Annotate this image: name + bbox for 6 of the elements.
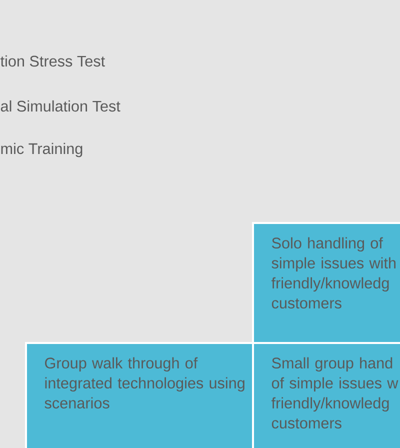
label: al Simulation Test [0,100,120,112]
text-box: Small group hand of simple issues w friendly/knowledg customers [252,342,400,448]
text-box: Solo handling of simple issues with friendly/knowledg customers [252,222,400,344]
label: mic Training [1,142,82,158]
text-box: Group walk through of integrated technologies using scenarios [25,342,254,448]
label: tion Stress Test [0,55,105,67]
